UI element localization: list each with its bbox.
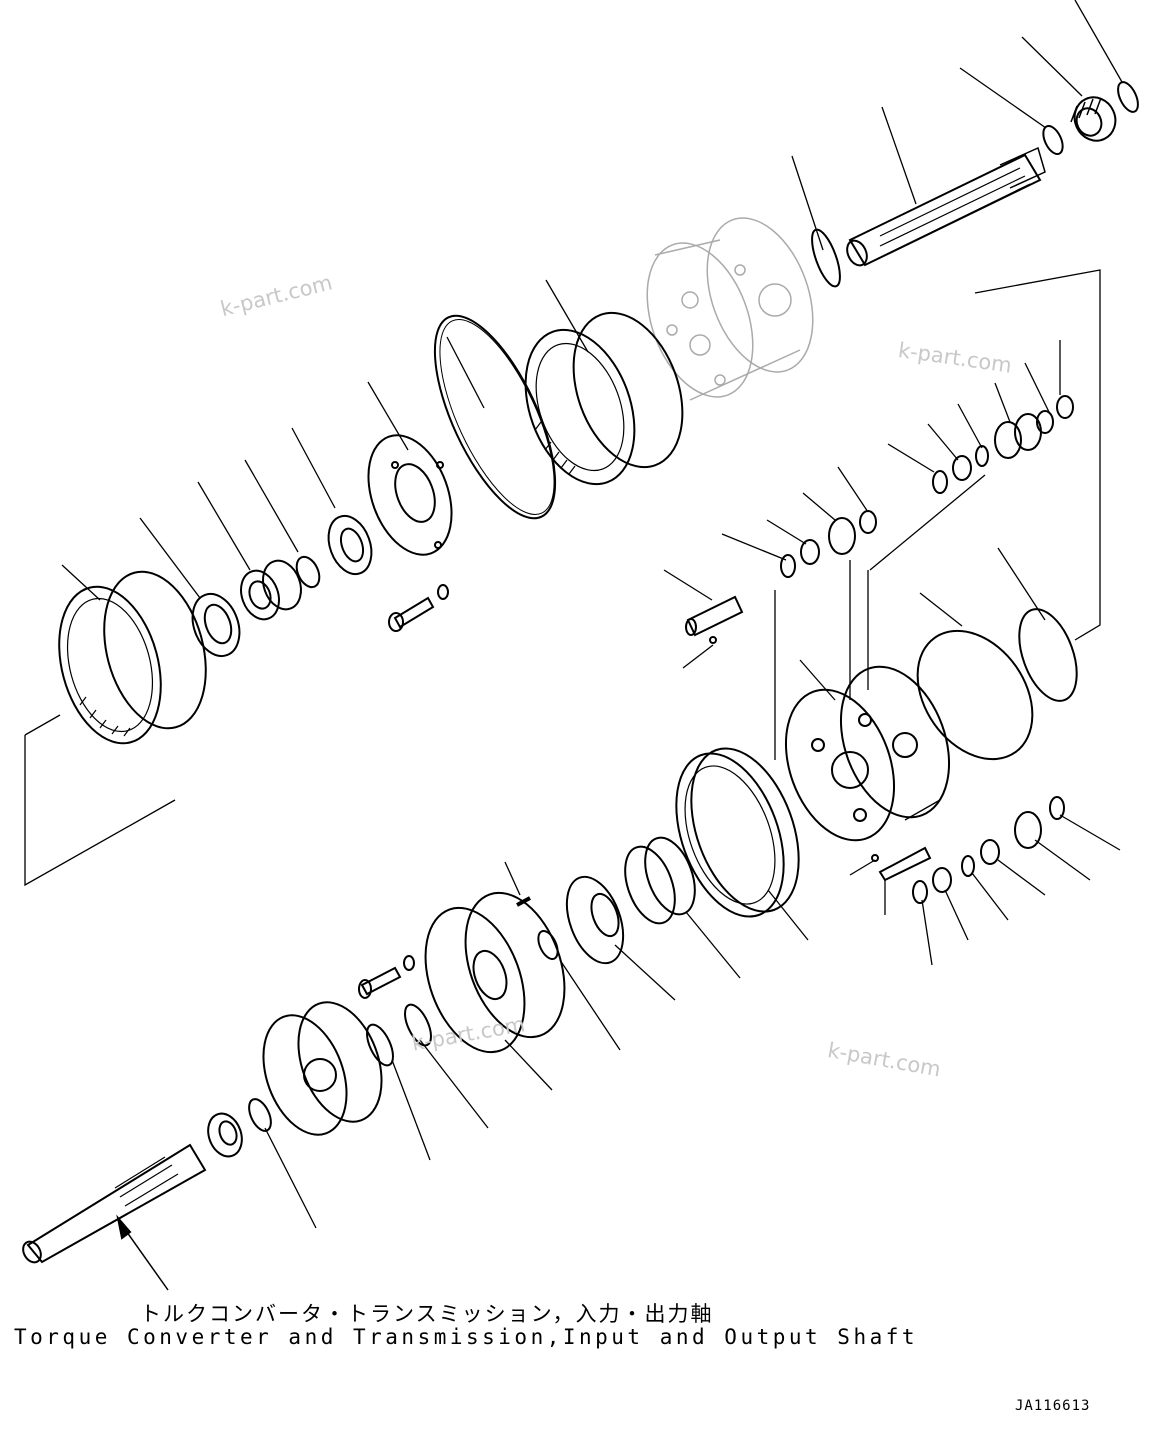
drawing-code: JA116613 <box>1015 1398 1091 1414</box>
piston-plate <box>367 434 453 556</box>
bearing-upper <box>240 559 302 621</box>
bearing-output <box>207 1112 243 1158</box>
ring-gear-right <box>675 747 800 918</box>
planet-bearing-set-2 <box>780 510 877 578</box>
caption-arrow <box>116 1214 169 1291</box>
pinion-shaft <box>685 595 744 644</box>
output-shaft <box>22 1143 207 1264</box>
snap-ring-upper <box>295 555 321 589</box>
upper-snap-ring-end <box>1117 81 1139 113</box>
clutch-housing-upper <box>646 217 814 401</box>
carrier-lower <box>262 1001 383 1136</box>
input-shaft <box>846 146 1046 267</box>
caption-japanese: トルクコンバータ・トランスミッション，入力・出力軸 <box>140 1302 714 1326</box>
bearing-lower <box>624 836 696 925</box>
thrust-plate-upper <box>191 593 241 657</box>
planet-bearing-set <box>932 395 1074 494</box>
snap-ring-lower <box>516 896 559 961</box>
large-snap-ring-right <box>916 608 1078 761</box>
snap-rings-lower <box>366 1003 432 1067</box>
snap-ring-output <box>248 1098 272 1132</box>
caption-english: Torque Converter and Transmission,Input … <box>14 1325 919 1349</box>
gear-lower <box>565 875 625 965</box>
large-seal-ring <box>433 314 557 520</box>
bolt-and-washer-lower <box>358 955 415 999</box>
upper-snap-ring <box>1042 124 1064 156</box>
shaft-snap-ring <box>811 228 841 288</box>
bolt-and-washer-upper <box>388 584 449 632</box>
clutch-drum-left <box>58 570 207 745</box>
clutch-hub-lower <box>424 891 566 1054</box>
small-parts-right <box>871 796 1065 904</box>
thrust-washer-upper <box>327 514 373 576</box>
upper-needle-bearing <box>1070 96 1117 142</box>
leader-lines <box>24 0 1123 1229</box>
clutch-drum-upper <box>524 311 684 486</box>
